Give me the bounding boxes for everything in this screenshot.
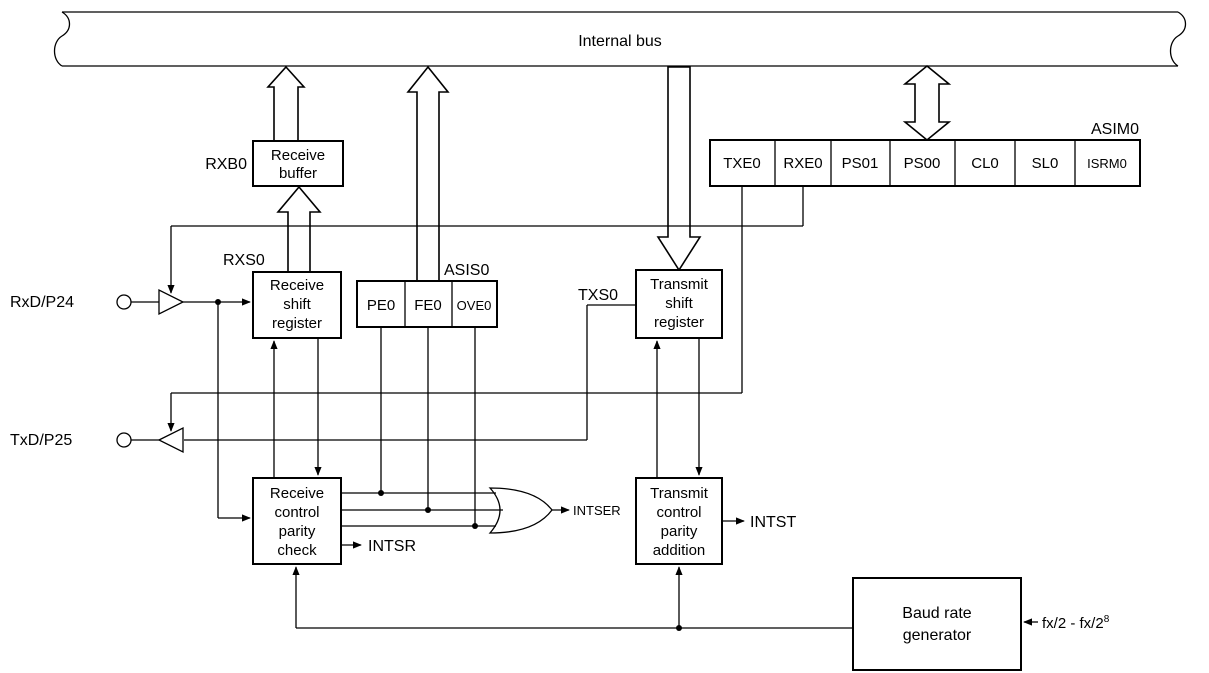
intser-label: INTSER bbox=[573, 503, 621, 518]
transmit-control-parity-addition: Transmit control parity addition bbox=[635, 477, 723, 565]
asis0-to-bus-arrow bbox=[406, 65, 450, 282]
receive-control-parity-check: Receive control parity check bbox=[252, 477, 342, 565]
txd-output-buffer bbox=[157, 426, 184, 454]
txs0-name: TXS0 bbox=[578, 287, 618, 304]
rxb0-line-1: Receive bbox=[271, 147, 325, 164]
intsr-label: INTSR bbox=[368, 538, 416, 555]
txs0-line-3: register bbox=[654, 314, 704, 331]
receive-buffer-rxb0: Receive buffer RXB0 bbox=[205, 140, 344, 187]
rxd-input-buffer bbox=[158, 288, 185, 316]
transmit-control-line-4: addition bbox=[653, 542, 706, 559]
asim0-bit-isrm0: ISRM0 bbox=[1087, 156, 1127, 171]
receive-control-line-4: check bbox=[277, 542, 317, 559]
txd-pin: TxD/P25 bbox=[10, 432, 159, 449]
receive-shift-register-rxs0: Receive shift register RXS0 bbox=[223, 252, 342, 339]
asim0-bit-cl0: CL0 bbox=[971, 155, 999, 172]
asis0-bit-fe0: FE0 bbox=[414, 297, 442, 314]
asis0-name: ASIS0 bbox=[444, 262, 489, 279]
receive-control-line-3: parity bbox=[279, 523, 316, 540]
rxs0-line-3: register bbox=[272, 315, 322, 332]
transmit-control-line-3: parity bbox=[661, 523, 698, 540]
asis0-bit-pe0: PE0 bbox=[367, 297, 395, 314]
internal-bus: Internal bus bbox=[53, 11, 1187, 67]
rxb0-name: RXB0 bbox=[205, 156, 247, 173]
rxs0-line-2: shift bbox=[283, 296, 311, 313]
rxd-pin: RxD/P24 bbox=[10, 294, 159, 311]
transmit-control-line-2: control bbox=[656, 504, 701, 521]
asim0-bit-ps01: PS01 bbox=[842, 155, 879, 172]
asim0-bus-bidirectional-arrow bbox=[902, 64, 952, 142]
baud-rate-line-1: Baud rate bbox=[902, 605, 971, 622]
receive-control-line-2: control bbox=[274, 504, 319, 521]
bus-to-txs0-arrow bbox=[656, 66, 702, 272]
asynchronous-status-register-asis0: PE0 FE0 OVE0 ASIS0 bbox=[356, 262, 498, 328]
baud-rate-line-2: generator bbox=[903, 627, 972, 644]
txs0-line-1: Transmit bbox=[650, 276, 709, 293]
asim0-bit-sl0: SL0 bbox=[1032, 155, 1059, 172]
rxb0-line-2: buffer bbox=[279, 165, 317, 182]
transmit-shift-register-txs0: Transmit shift register TXS0 bbox=[578, 269, 723, 339]
receive-control-line-1: Receive bbox=[270, 485, 324, 502]
baud-rate-generator: Baud rate generator bbox=[852, 577, 1022, 671]
rxs0-name: RXS0 bbox=[223, 252, 265, 269]
txd-pin-label: TxD/P25 bbox=[10, 432, 72, 449]
asim0-bit-rxe0: RXE0 bbox=[783, 155, 822, 172]
rxs0-line-1: Receive bbox=[270, 277, 324, 294]
txs0-line-2: shift bbox=[665, 295, 693, 312]
clock-input-label: fx/2 - fx/28 bbox=[1042, 614, 1110, 632]
asim0-name: ASIM0 bbox=[1091, 121, 1139, 138]
transmit-control-line-1: Transmit bbox=[650, 485, 709, 502]
internal-bus-label: Internal bus bbox=[578, 33, 662, 50]
asim0-bit-ps00: PS00 bbox=[904, 155, 941, 172]
asis0-bit-ove0: OVE0 bbox=[457, 298, 492, 313]
asynchronous-mode-register-asim0: TXE0 RXE0 PS01 PS00 CL0 SL0 ISRM0 ASIM0 bbox=[709, 121, 1141, 187]
intst-label: INTST bbox=[750, 514, 796, 531]
asim0-bit-txe0: TXE0 bbox=[723, 155, 761, 172]
rxb0-to-bus-arrow bbox=[266, 65, 306, 142]
or-gate bbox=[488, 487, 553, 534]
rxd-pin-label: RxD/P24 bbox=[10, 294, 74, 311]
rxs0-to-rxb0-arrow bbox=[276, 185, 322, 273]
